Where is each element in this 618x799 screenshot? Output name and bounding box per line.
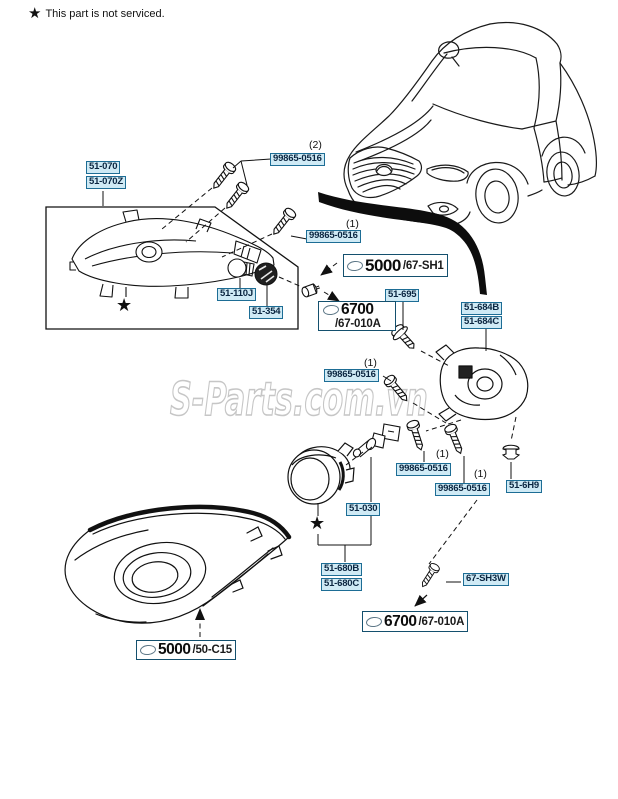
not-serviced-note: ★This part is not serviced. [28, 4, 165, 22]
ref-box-67-010a-upper[interactable]: 6700 /67-010A [318, 301, 396, 332]
part-label-67-sh3w[interactable]: 67-SH3W [463, 573, 509, 586]
qty-label: (1) [364, 357, 377, 369]
part-label-51-6h9[interactable]: 51-6H9 [506, 480, 542, 493]
headlight-box [45, 206, 299, 330]
swoosh-arrow [318, 192, 487, 295]
part-label-99865-0516[interactable]: 99865-0516 [435, 483, 490, 496]
ref-icon [346, 259, 364, 272]
qty-label: (1) [346, 218, 359, 230]
ref-icon [322, 304, 340, 316]
part-label-51-684b[interactable]: 51-684B [461, 302, 503, 315]
fog-lamp-unit-illustration [287, 442, 355, 505]
ref-box-67-010a-lower[interactable]: 6700 /67-010A [362, 611, 469, 632]
ref-number: 6700 [341, 301, 374, 318]
ref-box-67-sh1[interactable]: 5000 /67-SH1 [343, 254, 448, 277]
note-text: This part is not serviced. [45, 8, 165, 20]
part-label-51-680b[interactable]: 51-680B [321, 563, 363, 576]
part-label-51-070z[interactable]: 51-070Z [86, 176, 126, 189]
part-label-51-680c[interactable]: 51-680C [321, 578, 363, 591]
part-label-51-070[interactable]: 51-070 [86, 161, 121, 174]
qty-label: (1) [474, 468, 487, 480]
part-label-99865-0516[interactable]: 99865-0516 [306, 230, 361, 243]
ref-suffix: /67-010A [418, 615, 465, 628]
part-label-51-110j[interactable]: 51-110J [217, 288, 256, 301]
ref-number: 6700 [384, 612, 417, 630]
car-illustration [343, 21, 597, 225]
star-marker-headlight: ★ [116, 295, 133, 315]
part-label-51-695[interactable]: 51-695 [385, 289, 420, 302]
headlight-assembly-illustration [69, 209, 275, 299]
arrow-to-lower-ref-box [414, 594, 428, 607]
ref-icon [365, 615, 383, 628]
part-label-51-354[interactable]: 51-354 [249, 306, 284, 319]
ref-icon [139, 644, 157, 656]
bolt-illustration [391, 324, 415, 349]
cap-illustration [254, 262, 278, 286]
part-label-99865-0516[interactable]: 99865-0516 [270, 153, 325, 166]
fog-bezel-illustration [64, 504, 292, 624]
star-marker-foglamp: ★ [309, 513, 326, 533]
fog-lamp-bracket-illustration [435, 344, 529, 422]
part-label-99865-0516[interactable]: 99865-0516 [324, 369, 379, 382]
ref-number: 5000 [365, 255, 401, 275]
star-icon: ★ [28, 5, 42, 22]
clip-illustration [301, 283, 320, 298]
ref-box-50-c15[interactable]: 5000 /50-C15 [136, 640, 236, 660]
qty-label: (2) [309, 139, 322, 151]
ref-suffix: /67-010A [335, 318, 381, 331]
ref-suffix: /50-C15 [192, 644, 232, 656]
part-label-51-684c[interactable]: 51-684C [461, 316, 503, 329]
retainer-clip-illustration [501, 444, 521, 460]
fog-bulb-illustration [352, 423, 401, 458]
qty-label: (1) [436, 448, 449, 460]
part-label-99865-0516[interactable]: 99865-0516 [396, 463, 451, 476]
ref-suffix: /67-SH1 [402, 259, 444, 272]
ref-number: 5000 [158, 641, 191, 658]
dashed-leader-lines [161, 187, 517, 637]
leader-lines [102, 158, 512, 583]
part-label-51-030[interactable]: 51-030 [346, 503, 381, 516]
bulb-socket-illustration [227, 258, 255, 278]
